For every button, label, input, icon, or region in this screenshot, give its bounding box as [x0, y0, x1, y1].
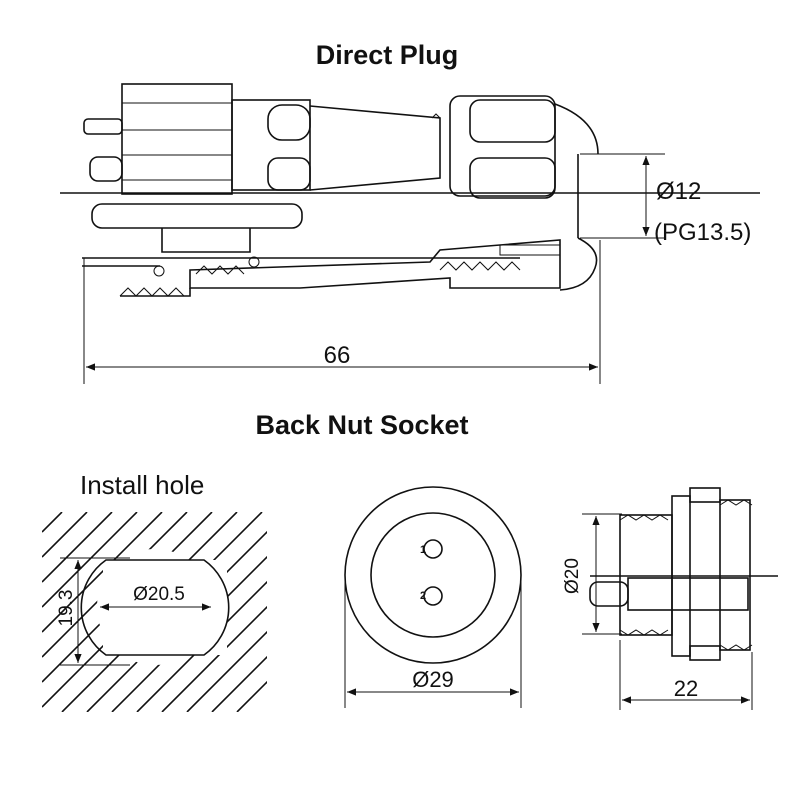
direct-plug-title: Direct Plug [316, 40, 459, 70]
length-dimension [83, 240, 601, 384]
socket-face [344, 486, 522, 708]
hole-diameter-label: Ø20.5 [133, 584, 185, 605]
cable-diameter-label: Ø12 [656, 178, 701, 205]
face-diameter-label: Ø29 [412, 667, 454, 692]
pin-1-label: 1 [420, 544, 426, 556]
hole-flat-label: 19.3 [56, 590, 77, 627]
socket-length-label: 22 [674, 676, 698, 701]
cable-diameter-dimension [580, 153, 665, 239]
install-hole-shape [60, 549, 230, 666]
direct-plug-drawing [60, 83, 760, 297]
thread-spec-label: (PG13.5) [654, 219, 751, 246]
socket-side-view [582, 487, 778, 710]
length-label: 66 [324, 342, 351, 369]
socket-thread-diameter-label: Ø20 [562, 558, 583, 594]
pin-2-label: 2 [420, 590, 426, 602]
install-hole-label: Install hole [80, 470, 204, 500]
back-nut-socket-title: Back Nut Socket [255, 410, 468, 440]
